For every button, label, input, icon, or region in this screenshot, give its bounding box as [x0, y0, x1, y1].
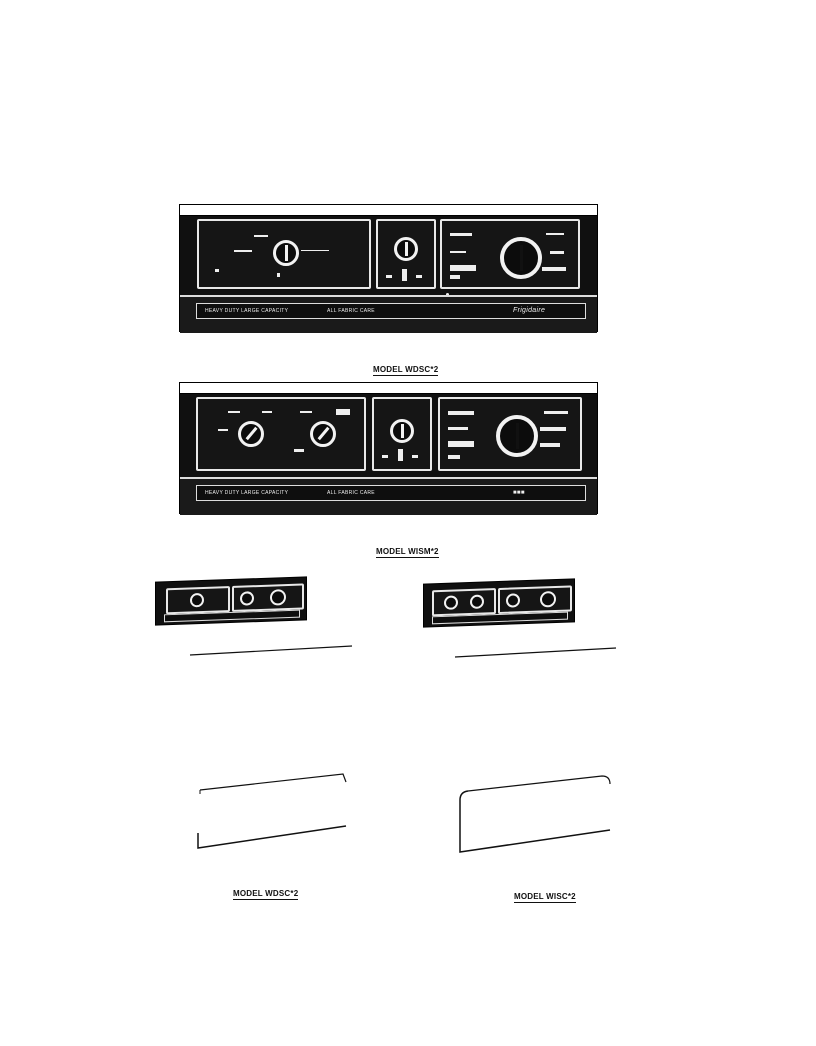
speed-knob[interactable] — [310, 421, 336, 447]
brand-label: Frigidaire — [513, 307, 546, 314]
brand-label: ■■■ — [513, 490, 525, 496]
fabric-care-label: ALL FABRIC CARE — [327, 490, 375, 496]
water-level-bezel — [372, 397, 432, 471]
panel-base: HEAVY DUTY LARGE CAPACITY ALL FABRIC CAR… — [180, 295, 597, 333]
cycle-timer-knob[interactable] — [496, 415, 538, 457]
fabric-care-label: ALL FABRIC CARE — [327, 308, 375, 314]
control-panel-wdsc: HEAVY DUTY LARGE CAPACITY ALL FABRIC CAR… — [180, 205, 597, 333]
cycle-bezel — [438, 397, 582, 471]
panel-top-strip — [180, 205, 597, 216]
temperature-knob[interactable] — [238, 421, 264, 447]
temp-speed-bezel — [196, 397, 366, 471]
water-level-knob[interactable] — [394, 237, 418, 261]
water-level-bezel — [376, 219, 436, 289]
capacity-label: HEAVY DUTY LARGE CAPACITY — [205, 490, 289, 496]
caption-bottom-right-model: MODEL WISC*2 — [514, 892, 576, 903]
panel-base: HEAVY DUTY LARGE CAPACITY ALL FABRIC CAR… — [180, 477, 597, 515]
control-panel-wism: HEAVY DUTY LARGE CAPACITY ALL FABRIC CAR… — [180, 383, 597, 515]
capacity-label: HEAVY DUTY LARGE CAPACITY — [205, 308, 289, 314]
temperature-knob[interactable] — [273, 240, 299, 266]
caption-top-model: MODEL WDSC*2 — [373, 365, 439, 376]
caption-middle-model: MODEL WISM*2 — [376, 547, 439, 558]
caption-bottom-left-model: MODEL WDSC*2 — [233, 889, 299, 900]
panel-top-strip — [180, 383, 597, 394]
cycle-bezel — [440, 219, 580, 289]
cycle-timer-knob[interactable] — [500, 237, 542, 279]
water-level-knob[interactable] — [390, 419, 414, 443]
temperature-bezel — [197, 219, 371, 289]
